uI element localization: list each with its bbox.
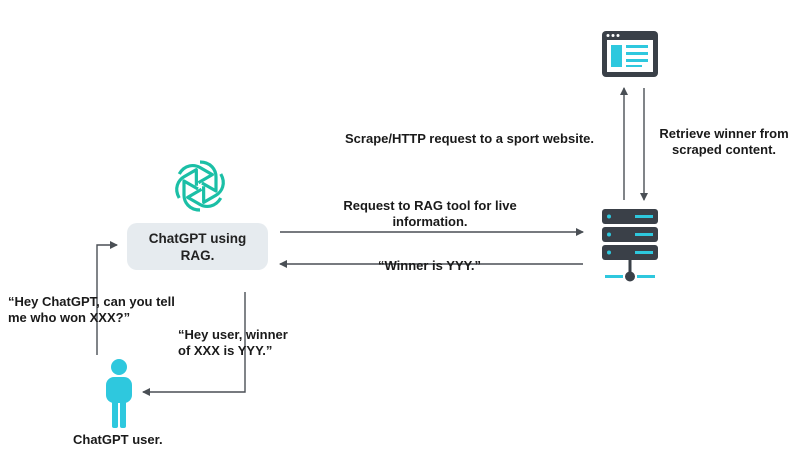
chatgpt-node-line2: RAG. — [180, 247, 215, 263]
chatgpt-node-line1: ChatGPT using — [148, 230, 247, 246]
user-to-chatgpt-arrow — [96, 241, 118, 355]
answer-label: “Hey user, winner of XXX is YYY.” — [178, 327, 288, 358]
rag-request-label: Request to RAG tool for live information… — [343, 198, 517, 229]
openai-logo-icon — [175, 160, 225, 212]
retrieve-winner-label: Retrieve winner from scraped content. — [659, 126, 789, 157]
user-icon — [106, 359, 132, 428]
chatgpt-to-user-arrow — [142, 292, 246, 396]
user-label: ChatGPT user. — [73, 432, 163, 447]
user-question-label: “Hey ChatGPT, can you tell me who won XX… — [8, 294, 175, 325]
winner-response-label: “Winner is YYY.” — [378, 258, 481, 273]
server-icon — [602, 209, 658, 282]
website-icon — [602, 31, 658, 77]
chatgpt-rag-node: ChatGPT using RAG. — [127, 223, 268, 270]
scrape-request-label: Scrape/HTTP request to a sport website. — [345, 131, 594, 146]
